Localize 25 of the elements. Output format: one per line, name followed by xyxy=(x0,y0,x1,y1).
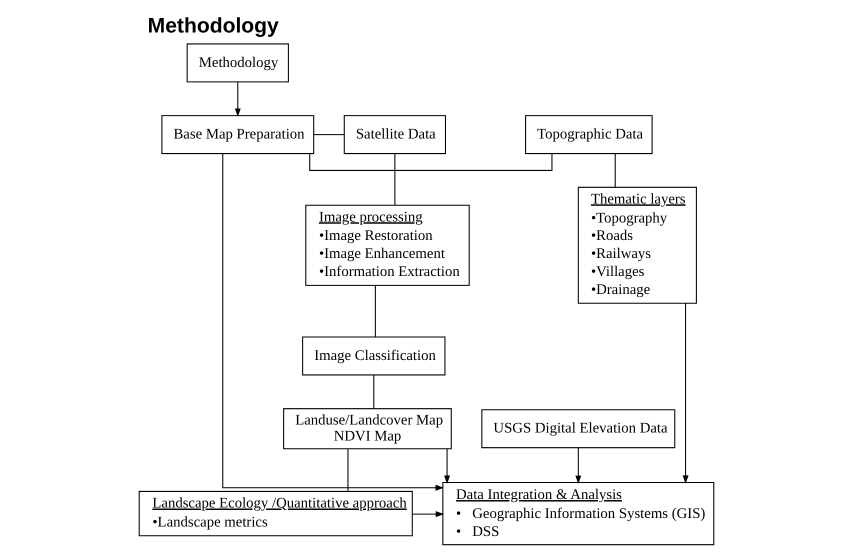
arrow xyxy=(412,511,444,518)
node-box: Landscape Ecology /Quantitative approach •Landscape metrics xyxy=(138,490,413,536)
node-box: Image processing •Image Restoration •Image Enhancement •Information Extraction xyxy=(305,204,470,286)
connector xyxy=(347,448,348,492)
node-box: Thematic layers •Topography •Roads •Railways •Villages •Drainage xyxy=(578,186,697,304)
connector xyxy=(309,154,552,171)
node-box: Methodology xyxy=(186,43,289,82)
arrow xyxy=(444,448,450,484)
arrow xyxy=(222,154,444,491)
node-box: Base Map Preparation xyxy=(161,115,314,154)
connector xyxy=(374,286,376,337)
connector xyxy=(314,134,344,136)
node-box: Data Integration & Analysis • Geographic Information Systems (GIS) • DSS xyxy=(442,482,714,546)
connector xyxy=(394,154,396,206)
arrow xyxy=(234,82,241,117)
connector xyxy=(373,375,374,408)
node-box: Landuse/Landcover Map NDVI Map xyxy=(283,408,452,450)
arrow xyxy=(682,304,689,484)
node-box: USGS Digital Elevation Data xyxy=(481,409,676,448)
diagram-title: Methodology xyxy=(148,14,279,38)
arrow xyxy=(575,448,582,484)
node-box: Satellite Data xyxy=(344,115,446,154)
node-box: Image Classification xyxy=(302,336,446,376)
node-box: Topographic Data xyxy=(525,115,653,154)
connector xyxy=(614,154,616,188)
